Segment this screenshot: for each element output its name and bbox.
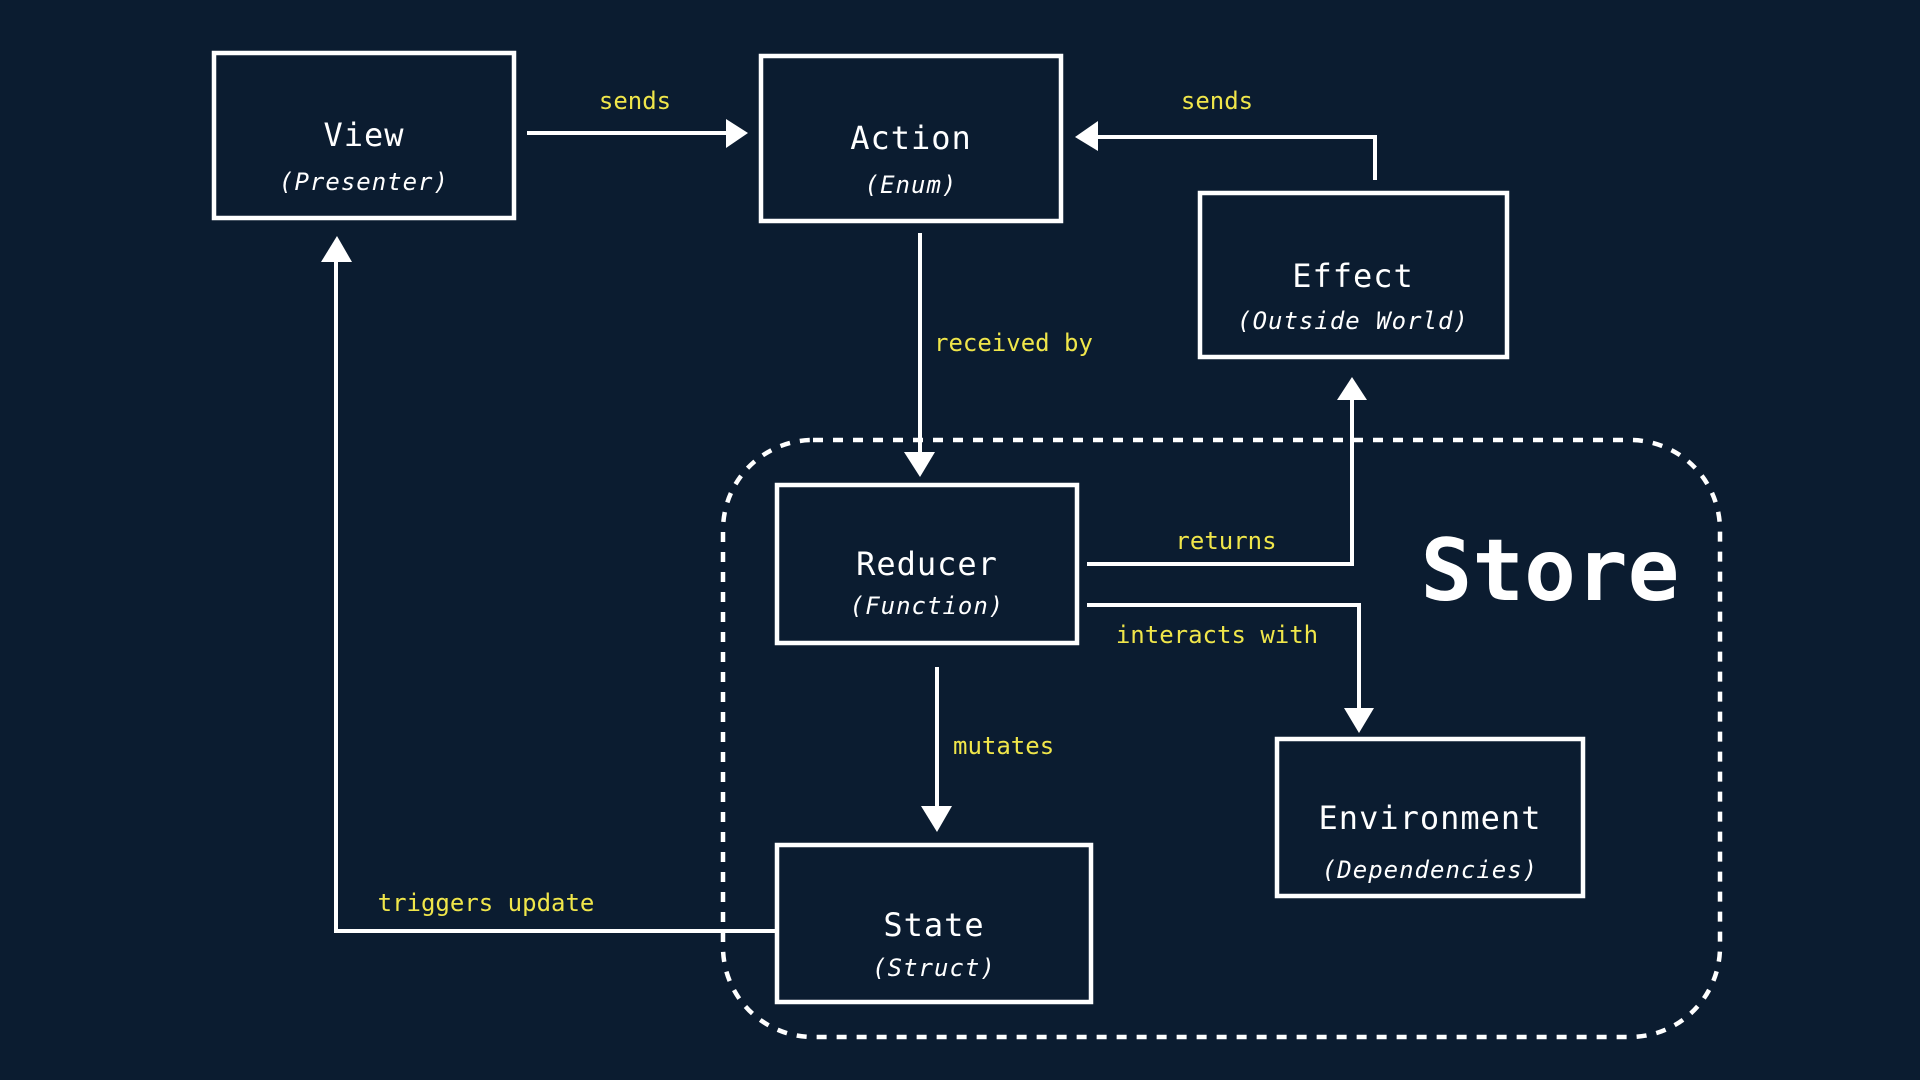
reducer-subtitle: (Function): [850, 592, 1005, 620]
view-subtitle: (Presenter): [279, 168, 449, 196]
action-title: Action: [850, 119, 972, 157]
edge-reducer-to-environment: interacts with: [1087, 603, 1374, 733]
edge-label-view-to-action: sends: [599, 87, 671, 115]
environment-title: Environment: [1319, 799, 1542, 837]
reducer-node: Reducer (Function): [774, 482, 1080, 646]
edge-label-reducer-to-environment: interacts with: [1116, 621, 1318, 649]
store-boundary: [720, 437, 1723, 1040]
edge-reducer-to-effect: returns: [1087, 377, 1367, 566]
edge-label-reducer-to-state: mutates: [953, 732, 1054, 760]
edge-label-state-to-view: triggers update: [378, 889, 595, 917]
state-title: State: [883, 906, 984, 944]
edge-action-to-reducer: received by: [904, 233, 1093, 477]
edge-label-reducer-to-effect: returns: [1175, 527, 1276, 555]
effect-subtitle: (Outside World): [1237, 307, 1469, 335]
action-node: Action (Enum): [758, 53, 1064, 224]
edge-label-action-to-reducer: received by: [934, 329, 1093, 357]
edge-reducer-to-state: mutates: [921, 667, 1054, 832]
edge-state-to-view: triggers update: [321, 236, 775, 933]
edge-label-effect-to-action: sends: [1181, 87, 1253, 115]
edge-view-to-action: sends: [527, 87, 748, 148]
effect-node: Effect (Outside World): [1197, 190, 1510, 360]
action-subtitle: (Enum): [865, 171, 958, 199]
reducer-title: Reducer: [856, 545, 998, 583]
state-subtitle: (Struct): [872, 954, 996, 982]
view-title: View: [323, 116, 404, 154]
effect-title: Effect: [1292, 257, 1414, 295]
store-label: Store: [1421, 521, 1680, 621]
state-node: State (Struct): [774, 842, 1094, 1005]
environment-node: Environment (Dependencies): [1274, 736, 1586, 899]
environment-subtitle: (Dependencies): [1322, 856, 1538, 884]
view-node: View (Presenter): [211, 50, 517, 221]
edge-effect-to-action: sends: [1075, 87, 1377, 180]
